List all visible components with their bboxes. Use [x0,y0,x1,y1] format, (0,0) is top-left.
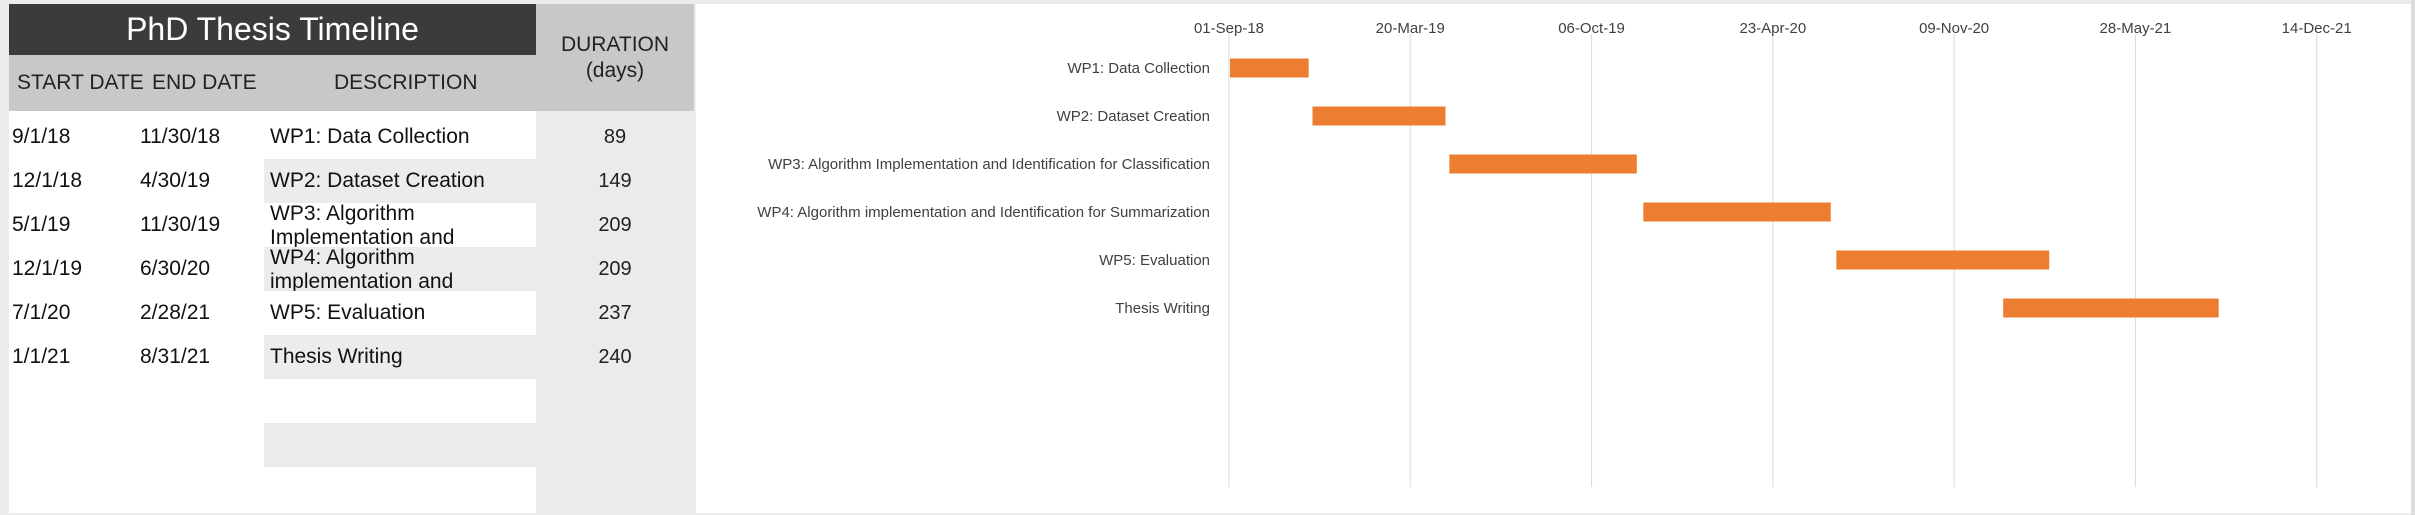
table-row: 12/1/19 6/30/20 WP4: Algorithm implement… [9,247,536,291]
description-cell: WP1: Data Collection [264,115,536,159]
x-tick-label: 28-May-21 [2100,20,2172,37]
category-label: WP4: Algorithm implementation and Identi… [757,204,1210,221]
gantt-bar [2003,298,2219,318]
duration-cell: 149 [598,170,632,192]
description-cell: WP2: Dataset Creation [264,159,536,203]
end-date-cell: 4/30/19 [140,169,211,192]
gantt-chart: 01-Sep-18 20-Mar-19 06-Oct-19 23-Apr-20 09-N… [696,4,2411,513]
description-text: Thesis Writing [270,345,403,368]
category-label: WP2: Dataset Creation [1057,108,1210,125]
category-label: WP1: Data Collection [1067,60,1210,77]
category-label: WP5: Evaluation [1099,252,1210,269]
header-duration-unit: (days) [585,58,645,82]
x-tick-label: 01-Sep-18 [1194,20,1264,37]
header-description: DESCRIPTION [334,71,478,94]
x-tick-label: 20-Mar-19 [1376,20,1445,37]
empty-description-cell [264,379,536,423]
start-date-cell: 12/1/18 [12,169,83,192]
duration-column: DURATION (days) 89 149 209 209 237 240 [536,4,694,513]
start-date-cell: 1/1/21 [12,345,71,368]
timeline-table: PhD Thesis Timeline START DATE END DATE … [9,4,694,513]
description-cell: WP5: Evaluation [264,291,536,335]
table-row: 9/1/18 11/30/18 WP1: Data Collection [9,115,536,159]
x-tick-label: 09-Nov-20 [1919,20,1989,37]
start-date-cell: 5/1/19 [12,213,71,236]
table-row: 1/1/21 8/31/21 Thesis Writing [9,335,536,379]
description-cell: WP4: Algorithm implementation and Identi… [264,247,536,291]
empty-description-cell [264,467,536,511]
header-duration: DURATION (days) [536,4,694,111]
start-date-cell: 7/1/20 [12,301,71,324]
table-header-row: START DATE END DATE DESCRIPTION [9,55,536,111]
x-tick-label: 06-Oct-19 [1558,20,1625,37]
gantt-chart-svg: 01-Sep-18 20-Mar-19 06-Oct-19 23-Apr-20 09-N… [757,20,2352,487]
gantt-bar [1643,202,1831,222]
x-tick-label: 23-Apr-20 [1739,20,1806,37]
end-date-cell: 11/30/18 [140,125,221,148]
duration-cell: 240 [598,346,632,368]
gantt-bar [1230,58,1309,78]
end-date-cell: 2/28/21 [140,301,211,324]
category-label: WP3: Algorithm Implementation and Identi… [768,156,1210,173]
category-label: Thesis Writing [1115,300,1210,317]
gantt-bar [1312,106,1446,126]
end-date-cell: 8/31/21 [140,345,211,368]
description-text: WP3: Algorithm Implementation and Identi… [270,203,455,247]
table-row: 7/1/20 2/28/21 WP5: Evaluation [9,291,536,335]
start-date-cell: 12/1/19 [12,257,83,280]
header-start-date: START DATE [17,71,144,94]
description-text: WP4: Algorithm implementation and Identi… [270,247,454,291]
empty-description-cell [264,423,536,467]
description-cell: WP3: Algorithm Implementation and Identi… [264,203,536,247]
duration-cell: 89 [603,126,627,148]
header-end-date: END DATE [152,71,257,94]
description-text: WP5: Evaluation [270,301,426,324]
duration-cell: 209 [598,214,632,236]
table-row: 12/1/18 4/30/19 WP2: Dataset Creation [9,159,536,203]
start-date-cell: 9/1/18 [12,125,71,148]
description-text: WP2: Dataset Creation [270,169,485,192]
x-tick-label: 14-Dec-21 [2282,20,2352,37]
description-text: WP1: Data Collection [270,125,470,148]
duration-cell: 209 [598,258,632,280]
gantt-bar [1449,154,1637,174]
end-date-cell: 6/30/20 [140,257,211,280]
description-cell: Thesis Writing [264,335,536,379]
table-title: PhD Thesis Timeline [9,4,536,55]
table-row: 5/1/19 11/30/19 WP3: Algorithm Implement… [9,203,536,247]
end-date-cell: 11/30/19 [140,213,221,236]
window-edge [2411,0,2415,515]
header-duration-title: DURATION [560,32,670,56]
gantt-bar [1836,250,2050,270]
duration-cell: 237 [598,302,632,324]
